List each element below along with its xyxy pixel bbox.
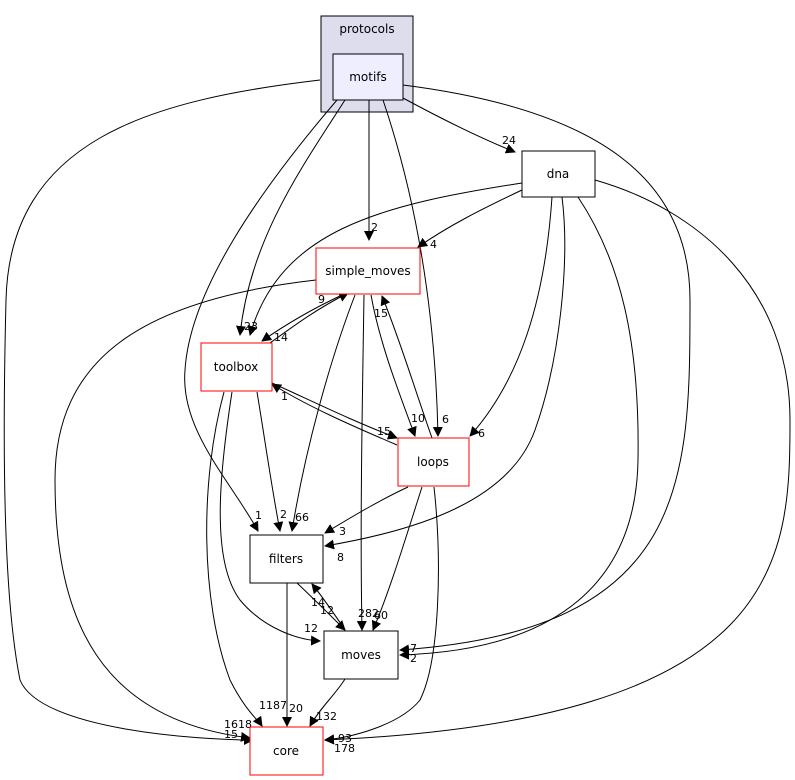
edge-dna-moves: 2 bbox=[399, 196, 639, 665]
edge-label: 24 bbox=[502, 134, 516, 147]
edge-simple-moves-moves: 282 bbox=[356, 294, 379, 631]
edge-dna-toolbox bbox=[247, 182, 523, 336]
edge-motifs-simple-moves: 2 bbox=[364, 100, 378, 241]
edge-motifs-core: 1618 bbox=[3, 79, 321, 745]
edge-filters-moves: 12 bbox=[296, 582, 346, 631]
cluster-label: protocols bbox=[339, 22, 394, 36]
edge-motifs-toolbox: 23 bbox=[235, 99, 346, 336]
edge-label: 15 bbox=[374, 307, 388, 320]
edge-motifs-moves: 7 bbox=[399, 84, 691, 655]
node-simple-moves[interactable]: simple_moves bbox=[315, 247, 421, 295]
edge-label: 2 bbox=[410, 652, 417, 665]
node-label: core bbox=[273, 744, 299, 758]
edge-label: 8 bbox=[337, 551, 344, 564]
edge-simple-moves-core: 15 bbox=[54, 279, 317, 742]
node-core[interactable]: core bbox=[249, 726, 324, 776]
edge-dna-simple-moves: 4 bbox=[417, 189, 523, 251]
edge-dna-core: 93 bbox=[324, 179, 791, 745]
edge-simple-moves-toolbox: 14 bbox=[261, 294, 343, 344]
edge-loops-moves: 60 bbox=[371, 486, 423, 631]
node-filters[interactable]: filters bbox=[249, 534, 324, 584]
edge-label: 3 bbox=[339, 525, 346, 538]
edge-label: 12 bbox=[320, 604, 334, 617]
node-label: moves bbox=[341, 648, 381, 662]
node-label: motifs bbox=[349, 70, 387, 84]
edge-motifs-filters: 1 bbox=[184, 99, 338, 532]
node-dna[interactable]: dna bbox=[521, 150, 596, 198]
node-label: filters bbox=[269, 552, 303, 566]
edge-label: 1187 bbox=[259, 699, 287, 712]
edge-label: 132 bbox=[316, 710, 337, 723]
edge-loops-toolbox: 1 bbox=[271, 383, 398, 446]
edge-simple-moves-filters: 66 bbox=[288, 294, 356, 532]
edge-dna-loops: 6 bbox=[469, 196, 553, 440]
edge-toolbox-filters: 2 bbox=[256, 391, 287, 532]
edge-toolbox-moves: 12 bbox=[219, 391, 321, 646]
edge-filters-core: 20 bbox=[282, 583, 303, 727]
edge-label: 2 bbox=[280, 508, 287, 521]
edge-label: 178 bbox=[334, 742, 355, 755]
edge-dna-filters: 8 bbox=[324, 196, 566, 564]
edge-label: 15 bbox=[377, 425, 391, 438]
node-motifs[interactable]: motifs bbox=[332, 53, 404, 101]
node-label: dna bbox=[547, 167, 570, 181]
node-label: toolbox bbox=[214, 360, 258, 374]
edge-label: 15 bbox=[224, 728, 238, 741]
node-label: loops bbox=[417, 455, 449, 469]
edge-label: 7 bbox=[410, 642, 417, 655]
edge-label: 66 bbox=[295, 511, 309, 524]
edge-label: 60 bbox=[374, 609, 388, 622]
edge-label: 1 bbox=[255, 509, 262, 522]
edge-label: 10 bbox=[411, 412, 425, 425]
edge-label: 93 bbox=[338, 732, 352, 745]
edge-label: 1618 bbox=[224, 718, 252, 731]
edge-loops-simple-moves: 15 bbox=[374, 295, 433, 439]
edge-label: 6 bbox=[442, 413, 449, 426]
edge-label: 20 bbox=[289, 702, 303, 715]
edge-moves-filters: 14 bbox=[311, 583, 346, 631]
node-toolbox[interactable]: toolbox bbox=[200, 342, 273, 392]
edge-simple-moves-loops: 10 bbox=[370, 294, 425, 437]
node-loops[interactable]: loops bbox=[397, 437, 470, 487]
edge-label: 9 bbox=[318, 293, 325, 306]
edge-toolbox-simple-moves: 9 bbox=[269, 292, 349, 344]
node-moves[interactable]: moves bbox=[323, 630, 399, 680]
edge-toolbox-core: 1187 bbox=[206, 391, 287, 727]
edge-label: 4 bbox=[430, 238, 437, 251]
edge-toolbox-loops: 15 bbox=[271, 382, 398, 440]
edge-loops-filters: 3 bbox=[324, 486, 409, 538]
edge-label: 2 bbox=[371, 221, 378, 234]
edge-label: 1 bbox=[281, 390, 288, 403]
edge-label: 6 bbox=[478, 427, 485, 440]
node-label: simple_moves bbox=[325, 264, 410, 278]
edge-moves-core: 132 bbox=[309, 678, 346, 727]
edge-label: 282 bbox=[358, 607, 379, 620]
edge-loops-core: 178 bbox=[324, 486, 439, 755]
edge-label: 12 bbox=[304, 622, 318, 635]
edge-label: 14 bbox=[311, 596, 325, 609]
edge-motifs-dna: 24 bbox=[402, 97, 516, 154]
edge-label: 14 bbox=[274, 331, 288, 344]
